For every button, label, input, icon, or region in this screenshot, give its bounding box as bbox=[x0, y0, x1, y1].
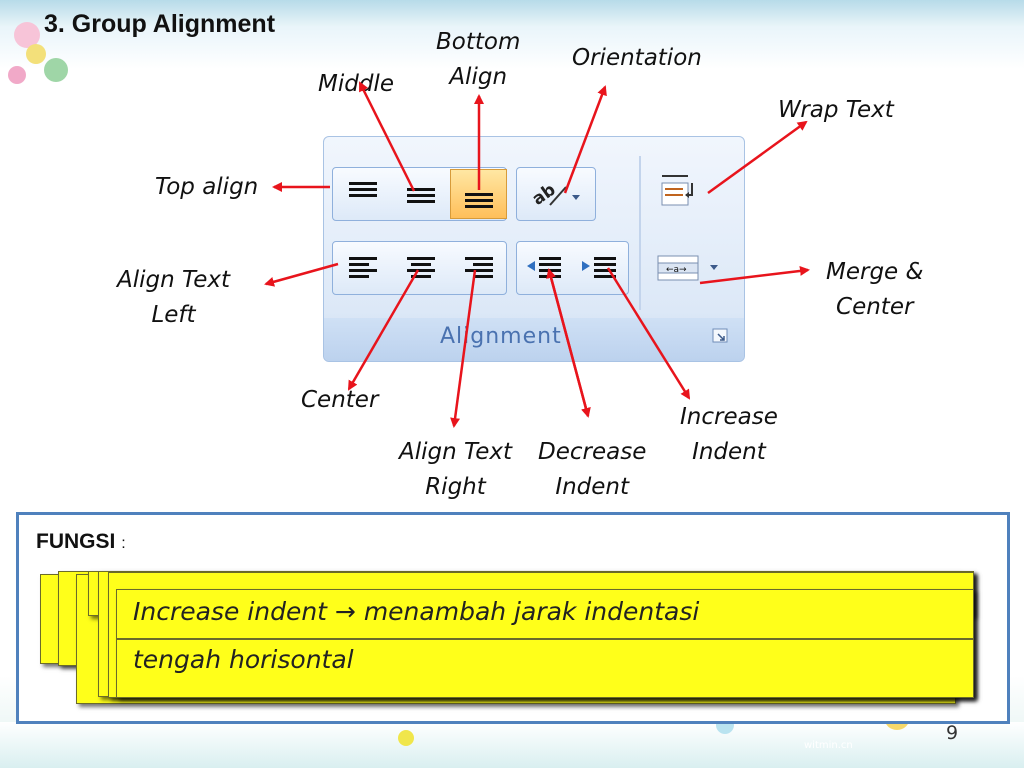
increase-indent-button[interactable] bbox=[573, 243, 627, 293]
fungsi-label-text: FUNGSI bbox=[36, 530, 116, 553]
arrow-align-right bbox=[450, 269, 477, 428]
label-decrease-indent-line-1: Decrease bbox=[538, 439, 647, 465]
middle-align-button[interactable] bbox=[392, 169, 449, 219]
arrow-align-left bbox=[264, 262, 339, 287]
label-orientation: Orientation bbox=[572, 45, 702, 71]
orientation-icon: ab bbox=[529, 180, 580, 210]
label-align-left-line-2: Left bbox=[151, 302, 196, 328]
top-align-icon bbox=[348, 182, 377, 197]
slide-title: 3. Group Alignment bbox=[44, 10, 276, 38]
arrow-merge-center bbox=[699, 265, 810, 285]
flower-decor-3 bbox=[44, 58, 68, 82]
label-merge-center-line-2: Center bbox=[836, 294, 914, 320]
label-align-text-left: Align Text Left bbox=[117, 263, 230, 333]
label-wrap-text: Wrap Text bbox=[778, 97, 894, 123]
svg-text:←a→: ←a→ bbox=[666, 265, 687, 275]
watermark: witmin.cn bbox=[804, 740, 853, 751]
flower-decor-1 bbox=[14, 22, 40, 48]
top-decor-band bbox=[0, 0, 1024, 26]
label-merge-center-line-1: Merge & bbox=[826, 259, 924, 285]
merge-center-icon: ←a→ bbox=[657, 255, 718, 281]
wrap-text-button[interactable] bbox=[652, 166, 708, 216]
align-right-icon bbox=[464, 257, 493, 278]
alignment-ribbon-footer bbox=[324, 318, 744, 361]
align-left-icon bbox=[348, 257, 377, 278]
align-text-left-button[interactable] bbox=[334, 243, 391, 293]
label-align-right-line-2: Right bbox=[425, 474, 486, 500]
front-card-line-2: tengah horisontal bbox=[133, 645, 354, 674]
align-center-icon bbox=[406, 257, 435, 278]
top-align-button[interactable] bbox=[334, 169, 391, 219]
label-top-align: Top align bbox=[155, 174, 259, 200]
flower-decor-2 bbox=[26, 44, 46, 64]
ribbon-separator bbox=[639, 156, 641, 310]
label-bottom-align: Bottom Align bbox=[436, 25, 520, 95]
arrow-increase-indent bbox=[606, 267, 691, 400]
flower-decor-5 bbox=[398, 730, 414, 746]
label-decrease-indent: Decrease Indent bbox=[538, 435, 646, 505]
label-align-left-line-1: Align Text bbox=[117, 267, 230, 293]
arrow-center bbox=[347, 269, 420, 391]
ribbon-group-title: Alignment bbox=[440, 324, 562, 349]
merge-center-button[interactable]: ←a→ bbox=[652, 243, 726, 293]
fungsi-label-colon: : bbox=[121, 535, 126, 552]
front-card-line-1: Increase indent → menambah jarak indenta… bbox=[133, 597, 700, 626]
center-button[interactable] bbox=[392, 243, 449, 293]
label-bottom-align-line-1: Bottom bbox=[436, 29, 521, 55]
horizontal-align-group bbox=[332, 241, 507, 295]
label-middle: Middle bbox=[318, 71, 394, 97]
label-center: Center bbox=[301, 387, 379, 413]
label-merge-center: Merge & Center bbox=[826, 255, 923, 325]
orientation-button[interactable]: ab bbox=[519, 169, 593, 219]
orientation-group bbox=[516, 167, 596, 221]
label-increase-indent-line-2: Indent bbox=[692, 439, 766, 465]
label-bottom-align-line-2: Align bbox=[449, 64, 508, 90]
middle-align-icon bbox=[406, 188, 435, 203]
label-align-right-line-1: Align Text bbox=[399, 439, 512, 465]
front-card-text: Increase indent → menambah jarak indenta… bbox=[133, 594, 963, 678]
fungsi-label: FUNGSI : bbox=[36, 530, 126, 554]
bottom-decor-band bbox=[0, 722, 1024, 768]
increase-indent-icon bbox=[582, 257, 616, 278]
arrow-middle bbox=[358, 81, 416, 192]
front-card bbox=[116, 589, 974, 698]
label-increase-indent-line-1: Increase bbox=[680, 404, 778, 430]
flower-decor-4 bbox=[8, 66, 26, 84]
label-increase-indent: Increase Indent bbox=[680, 400, 778, 470]
dialog-launcher-icon bbox=[712, 328, 728, 343]
front-card-divider bbox=[116, 638, 974, 640]
align-text-right-button[interactable] bbox=[450, 243, 507, 293]
label-decrease-indent-line-2: Indent bbox=[555, 474, 630, 500]
dialog-launcher-button[interactable] bbox=[711, 327, 731, 345]
arrow-wrap-text bbox=[707, 120, 808, 195]
arrow-orientation bbox=[563, 85, 607, 194]
slide-number: 9 bbox=[946, 722, 959, 744]
arrow-decrease-indent-up bbox=[546, 268, 590, 417]
label-align-text-right: Align Text Right bbox=[399, 435, 512, 505]
wrap-text-icon bbox=[661, 175, 693, 206]
bottom-align-icon bbox=[464, 193, 493, 208]
